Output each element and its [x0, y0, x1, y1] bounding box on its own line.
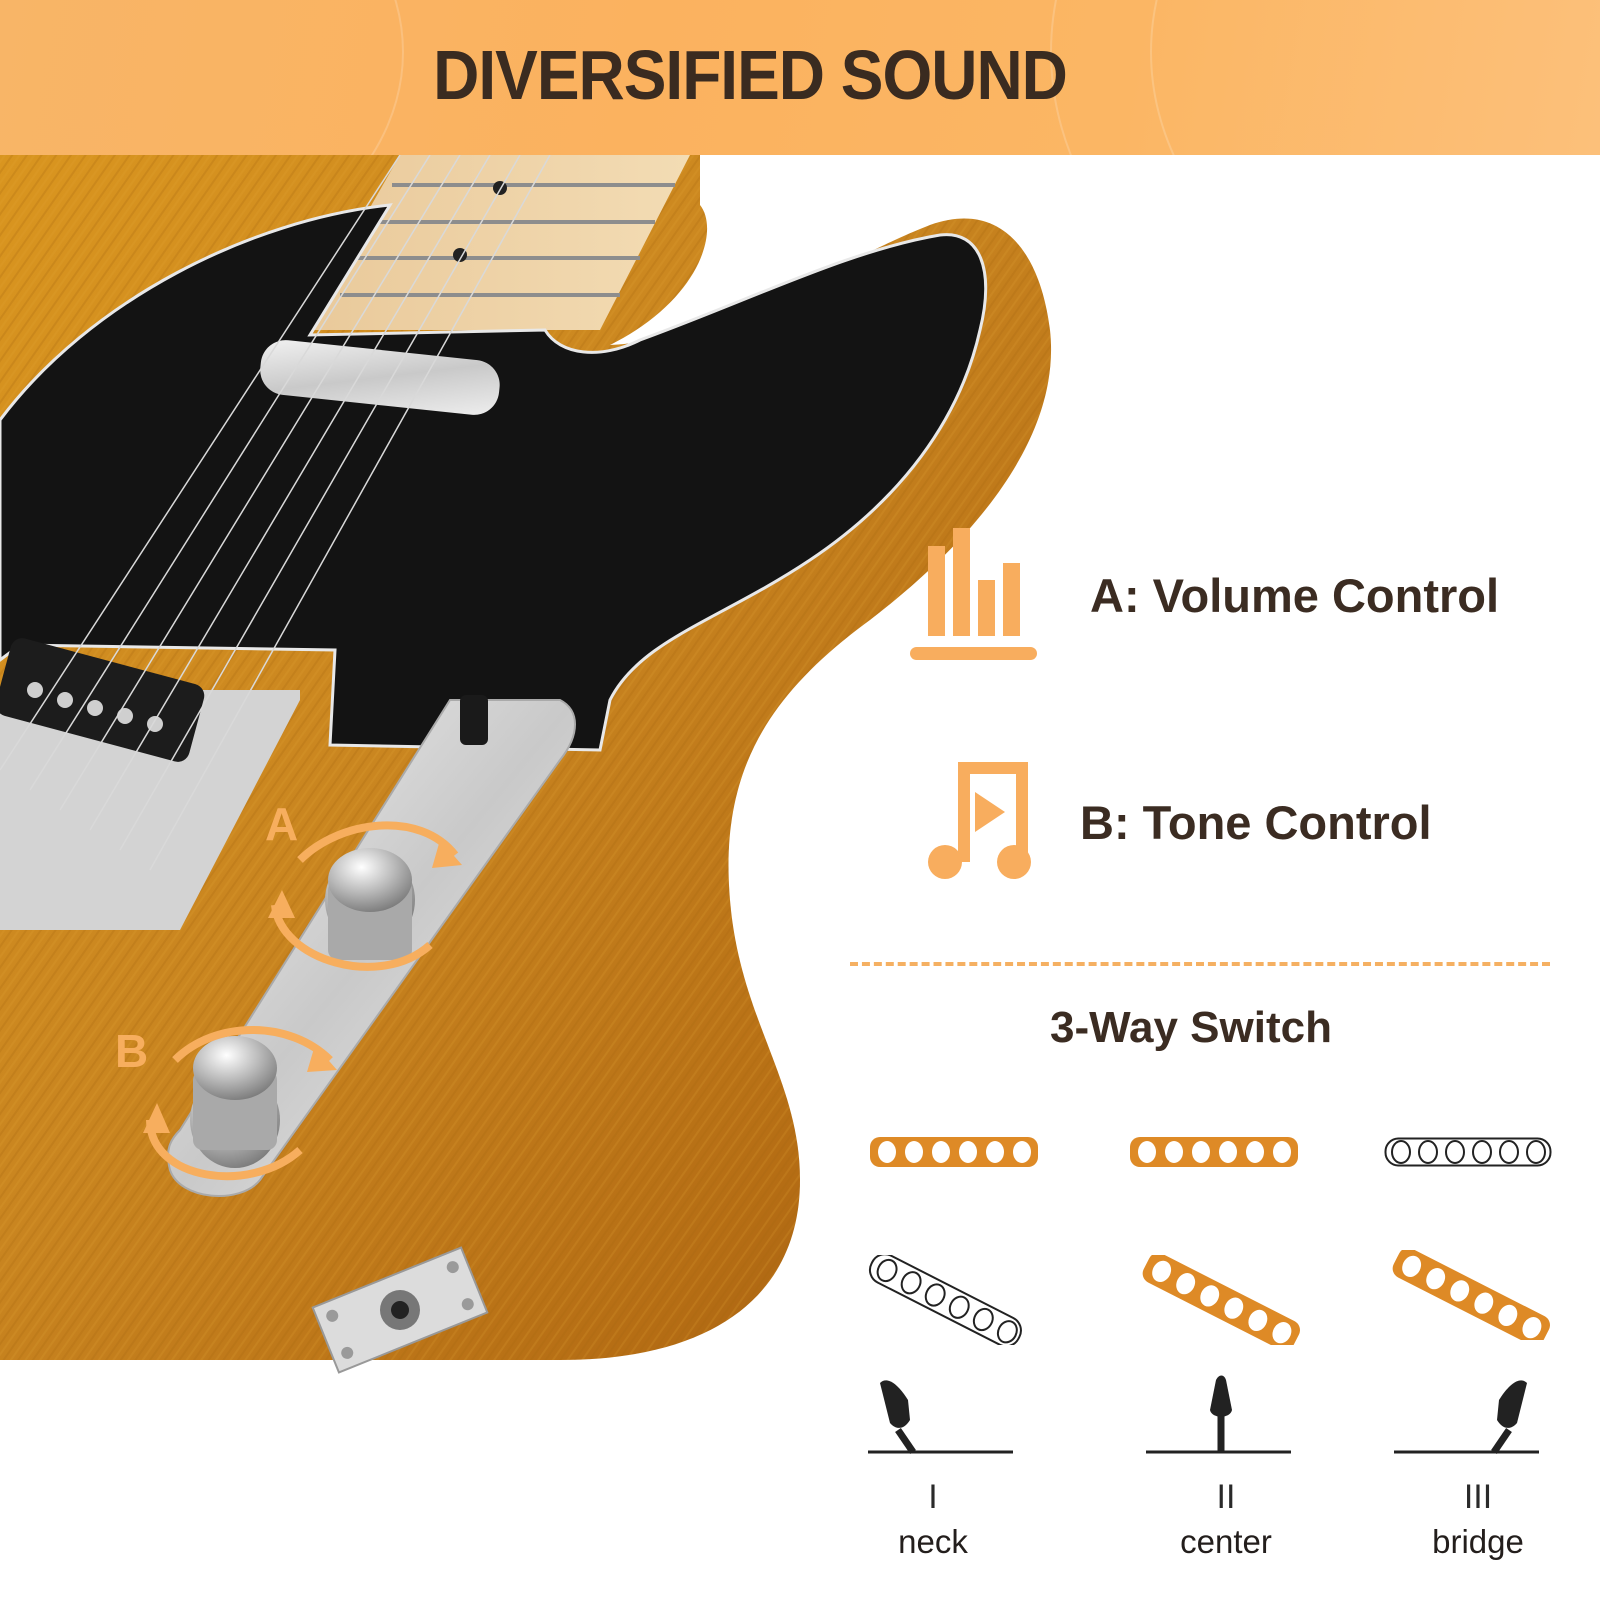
bridge-pickup-active-icon [1142, 1255, 1300, 1345]
volume-bars-icon [910, 528, 1037, 660]
switch-lever-left-icon [868, 1380, 1013, 1454]
decorative-wave [1150, 0, 1600, 155]
position-name: center [1180, 1523, 1272, 1560]
banner-title: DIVERSIFIED SOUND [433, 36, 1068, 114]
switch-position-bridge: III bridge [1403, 1478, 1553, 1561]
selector-switch-tip [460, 695, 488, 745]
switch-section-title: 3-Way Switch [1050, 1003, 1332, 1052]
header-banner: DIVERSIFIED SOUND [0, 0, 1600, 155]
guitar-product-image: A B [0, 155, 1052, 1374]
switch-position-center: II center [1151, 1478, 1301, 1561]
feature-tone: B: Tone Control [928, 762, 1432, 882]
bridge-pickup-active-icon [1392, 1250, 1550, 1340]
section-divider [850, 962, 1550, 966]
position-numeral: II [1216, 1478, 1236, 1516]
bridge-plate [0, 690, 300, 930]
position-numeral: III [1463, 1478, 1493, 1516]
neck-pickup-active-icon [870, 1137, 1038, 1167]
neck-pickup-inactive-icon [1384, 1137, 1552, 1167]
switch-position-neck: I neck [858, 1478, 1008, 1561]
position-name: bridge [1432, 1523, 1524, 1560]
guitar-neck [300, 155, 690, 330]
callout-label-b: B [115, 1025, 148, 1077]
position-numeral: I [928, 1478, 938, 1516]
output-jack [311, 1246, 489, 1374]
switch-lever-right-icon [1394, 1380, 1539, 1454]
switch-lever-center-icon [1146, 1375, 1291, 1454]
volume-knob [325, 848, 415, 960]
feature-label-tone: B: Tone Control [1080, 795, 1432, 849]
decorative-wave [1050, 0, 1600, 155]
tone-knob [190, 1036, 280, 1168]
music-note-play-icon [928, 762, 1031, 879]
neck-pickup [260, 340, 500, 415]
position-name: neck [898, 1523, 968, 1560]
bridge-pickup-inactive-icon [868, 1255, 1022, 1345]
feature-label-volume: A: Volume Control [1090, 569, 1500, 622]
neck-pickup-active-icon [1130, 1137, 1298, 1167]
feature-volume: A: Volume Control [910, 528, 1499, 663]
callout-label-a: A [265, 798, 298, 850]
pickguard [0, 203, 988, 752]
